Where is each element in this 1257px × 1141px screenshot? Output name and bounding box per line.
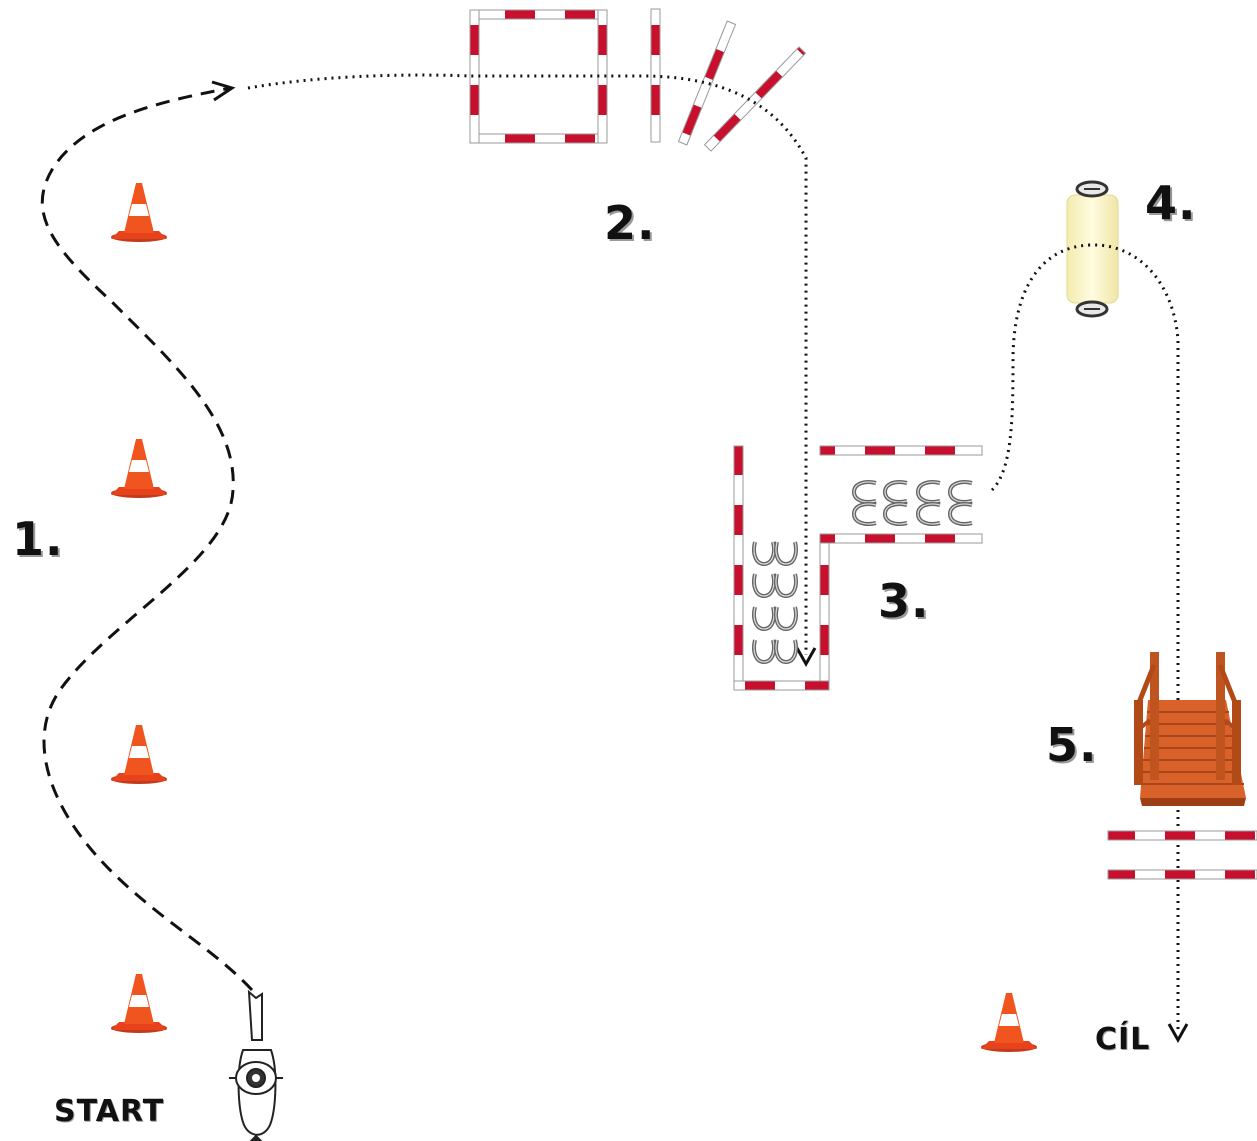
station-label-5: 5. [1046, 718, 1098, 772]
wooden-bridge-icon [1134, 652, 1246, 806]
traffic-cone-icon [111, 439, 167, 498]
pole-square-obstacle [469, 9, 608, 144]
station-label-1: 1. [12, 512, 64, 566]
l-corridor-obstacle [733, 445, 983, 691]
start-label: START [54, 1094, 165, 1129]
station-label-2: 2. [604, 196, 656, 250]
traffic-cone-icon [111, 974, 167, 1033]
barrel-icon [1066, 180, 1119, 318]
traffic-cone-icon [111, 183, 167, 242]
arrow-head-icon [1167, 1023, 1189, 1044]
station-label-3: 3. [878, 574, 930, 628]
route-path-2 [247, 73, 808, 655]
ground-poles-obstacle [1107, 830, 1257, 880]
horse-and-rider-icon [229, 989, 283, 1141]
slalom-path [40, 86, 254, 992]
horseshoe-icon [752, 540, 798, 664]
station-label-4: 4. [1145, 176, 1197, 230]
ground-poles-obstacle [650, 8, 807, 152]
arrow-head-icon [211, 80, 236, 102]
traffic-cone-icon [111, 725, 167, 784]
arrow-head-icon [795, 647, 817, 668]
horseshoe-icon [852, 480, 974, 526]
traffic-cone-icon [981, 993, 1037, 1052]
route-path-3 [990, 243, 1180, 1030]
finish-label: CÍL [1095, 1022, 1151, 1057]
